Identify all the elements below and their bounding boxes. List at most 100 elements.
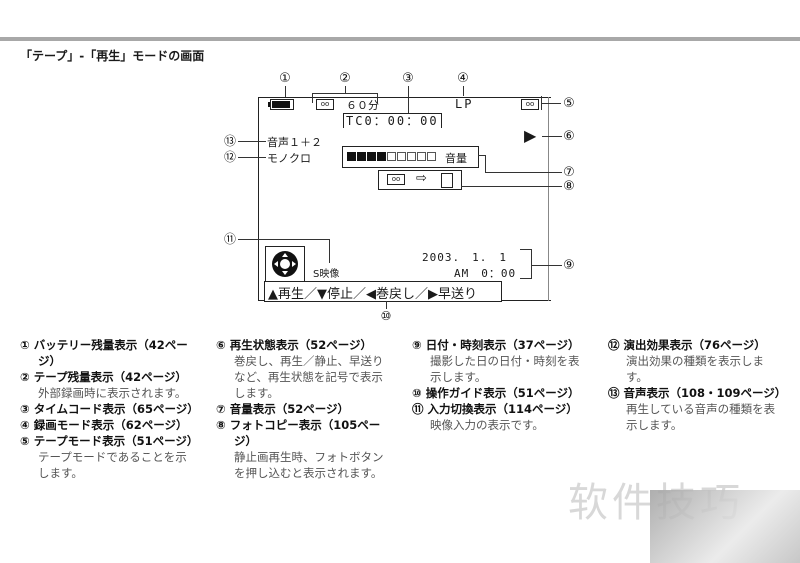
desc-item-10: ⑩ 操作ガイド表示（51ページ） [412, 386, 580, 400]
leader-11a [238, 239, 330, 240]
callout-12: ⑫ [223, 150, 236, 164]
desc-item-4: ④ 録画モード表示（62ページ） [20, 418, 188, 432]
callout-13: ⑬ [223, 134, 236, 148]
description-column-1: ① バッテリー残量表示（42ペー ジ） ② テープ残量表示（42ページ） 外部録… [20, 337, 205, 481]
operation-guide: ▲再生／▼停止／◀巻戻し／▶早送り [264, 281, 502, 302]
leader-5 [541, 103, 561, 104]
volume-segment [407, 152, 416, 161]
desc-item-5-body: します。 [38, 466, 83, 480]
record-mode: LP [455, 97, 474, 111]
callout-6: ⑥ [563, 129, 575, 144]
callout-11: ⑪ [223, 232, 236, 246]
volume-segment [347, 152, 356, 161]
desc-item-6-body: します。 [234, 386, 279, 400]
callout-4: ④ [457, 71, 469, 86]
desc-item-1-cont: ジ） [38, 354, 61, 368]
volume-segment [387, 152, 396, 161]
screen-right-edge [548, 97, 549, 301]
desc-item-11-body: 映像入力の表示です。 [430, 418, 544, 432]
effect-indicator: モノクロ [267, 152, 311, 165]
desc-item-12-body: す。 [626, 370, 648, 384]
page-title: 「テープ」-「再生」モードの画面 [20, 49, 205, 63]
desc-item-9-body: 示します。 [430, 370, 487, 384]
desc-item-6-body: など、再生状態を記号で表示 [234, 370, 383, 384]
card-icon [441, 173, 453, 188]
timecode: TC0：00：00 [343, 113, 442, 128]
header-rule [0, 37, 800, 41]
bracket-9-t [520, 249, 532, 250]
desc-item-6-body: 巻戻し、再生／静止、早送り [234, 354, 384, 368]
leader-7a [478, 155, 486, 156]
operation-guide-text: ▲再生／▼停止／◀巻戻し／▶早送り [268, 287, 477, 302]
audio-indicator: 音声１＋２ [267, 136, 322, 149]
desc-item-12: ⑫ 演出効果表示（76ページ） [608, 338, 766, 352]
leader-7c [485, 172, 562, 173]
volume-segment [377, 152, 386, 161]
volume-segment [427, 152, 436, 161]
leader-9 [532, 265, 562, 266]
callout-1: ① [279, 71, 291, 86]
desc-item-1: ① バッテリー残量表示（42ペー [20, 338, 188, 352]
input-indicator: S映像 [313, 269, 340, 280]
bracket-2-r [377, 93, 378, 103]
tape-remaining: ６０分 [346, 99, 379, 112]
tape-mode-cassette-icon: oo [521, 99, 539, 110]
joystick-icon [272, 251, 298, 277]
volume-segment [417, 152, 426, 161]
joystick-icon-box [265, 246, 305, 283]
description-column-4: ⑫ 演出効果表示（76ページ） 演出効果の種類を表示しま す。 ⑬ 音声表示（1… [608, 337, 798, 433]
desc-item-2-body: 外部録画時に表示されます。 [38, 386, 187, 400]
description-column-2: ⑥ 再生状態表示（52ページ） 巻戻し、再生／静止、早送り など、再生状態を記号… [216, 337, 401, 481]
description-column-3: ⑨ 日付・時刻表示（37ページ） 撮影した日の日付・時刻を表 示します。 ⑩ 操… [412, 337, 597, 433]
desc-item-9: ⑨ 日付・時刻表示（37ページ） [412, 338, 580, 352]
date-display: 2003. 1. 1 [422, 251, 507, 264]
bracket-9-r [531, 249, 532, 279]
time-display: AM 0：00 [454, 267, 517, 280]
leader-11b [329, 239, 330, 263]
callout-7: ⑦ [563, 165, 575, 180]
leader-1 [285, 86, 286, 97]
desc-item-3: ③ タイムコード表示（65ページ） [20, 402, 199, 416]
cassette-icon: oo [316, 99, 334, 110]
desc-item-2: ② テープ残量表示（42ページ） [20, 370, 187, 384]
desc-item-7: ⑦ 音量表示（52ページ） [216, 402, 350, 416]
volume-segment [357, 152, 366, 161]
photocopy-indicator: oo ⇨ [378, 170, 462, 190]
callout-9: ⑨ [563, 258, 575, 273]
bracket-2 [312, 93, 378, 94]
callout-2: ② [339, 71, 351, 86]
play-state-icon: ▶ [524, 126, 537, 145]
callout-5: ⑤ [563, 96, 575, 111]
desc-item-8-body: を押し込むと表示されます。 [234, 466, 383, 480]
desc-item-6: ⑥ 再生状態表示（52ページ） [216, 338, 373, 352]
desc-item-13-body: 示します。 [626, 418, 683, 432]
desc-item-5: ⑤ テープモード表示（51ページ） [20, 434, 199, 448]
desc-item-13: ⑬ 音声表示（108・109ページ） [608, 386, 787, 400]
leader-13 [238, 141, 266, 142]
volume-segment [397, 152, 406, 161]
callout-10: ⑩ [380, 309, 392, 323]
blurred-overlay [650, 490, 800, 563]
leader-7b [485, 155, 486, 172]
volume-label: 音量 [445, 152, 467, 165]
leader-12 [238, 157, 266, 158]
callout-3: ③ [402, 71, 414, 86]
desc-item-5-body: テープモードであることを示 [38, 450, 187, 464]
bracket-9-b [520, 278, 532, 279]
desc-item-9-body: 撮影した日の日付・時刻を表 [430, 354, 580, 368]
leader-2 [345, 86, 346, 93]
desc-item-11: ⑪ 入力切換表示（114ページ） [412, 402, 578, 416]
desc-item-8-cont: ジ） [234, 434, 257, 448]
volume-segment [367, 152, 376, 161]
leader-4 [463, 86, 464, 96]
arrow-right-icon: ⇨ [416, 171, 427, 186]
desc-item-8-body: 静止画再生時、フォトボタン [234, 450, 384, 464]
desc-item-13-body: 再生している音声の種類を表 [626, 402, 776, 416]
volume-indicator: 音量 [342, 146, 479, 168]
desc-item-8: ⑧ フォトコピー表示（105ペー [216, 418, 381, 432]
battery-full-icon [268, 99, 294, 110]
leader-3 [408, 86, 409, 114]
leader-8 [461, 186, 562, 187]
callout-8: ⑧ [563, 179, 575, 194]
leader-10 [386, 301, 387, 309]
